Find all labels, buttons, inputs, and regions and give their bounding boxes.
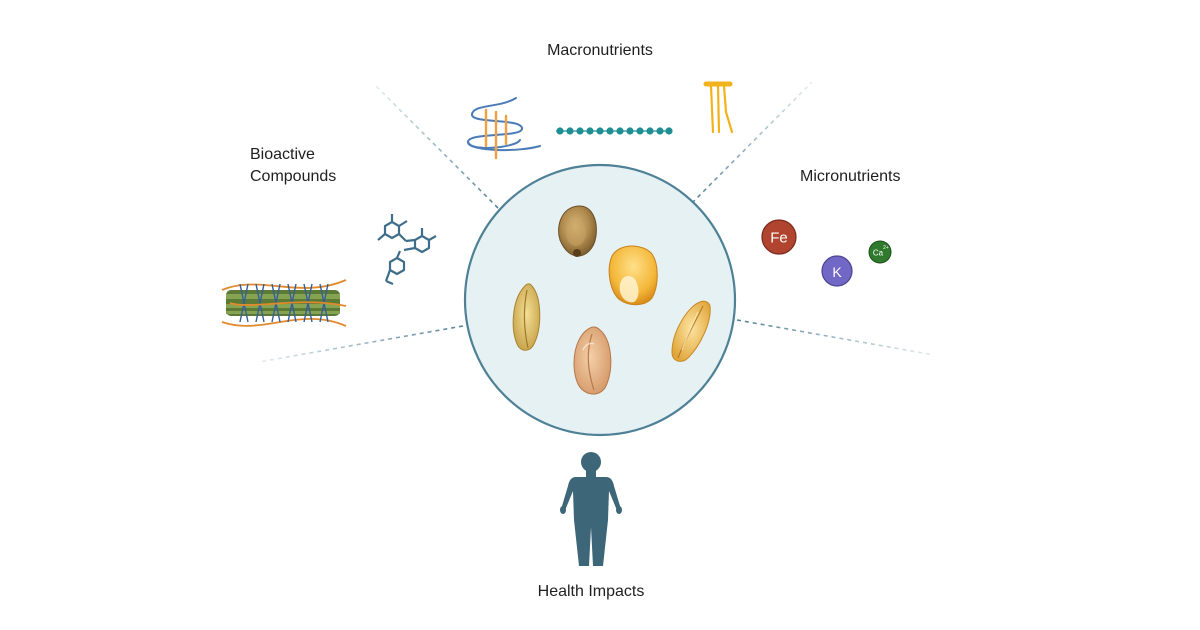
potassium-symbol: K — [832, 264, 842, 280]
iron-symbol: Fe — [770, 230, 788, 247]
bioactive-label-line1: Bioactive — [250, 146, 315, 163]
micronutrient-icons: Fe K Ca 2+ — [761, 219, 892, 287]
protein-icon — [466, 97, 541, 160]
divider-upper-right — [691, 81, 813, 204]
rice-grain-icon — [671, 300, 711, 362]
macronutrients-label: Macronutrients — [547, 42, 653, 59]
bioactive-icons — [221, 214, 437, 327]
corn-kernel-icon — [608, 245, 658, 306]
divider-left — [258, 325, 464, 363]
human-figure-icon — [560, 452, 622, 566]
fiber-icon — [221, 279, 347, 327]
calcium-icon: Ca 2+ — [868, 240, 892, 264]
macronutrient-icons — [466, 81, 734, 160]
divider-lines — [258, 81, 935, 363]
iron-icon: Fe — [761, 219, 797, 255]
micronutrients-label: Micronutrients — [800, 168, 901, 185]
health-impacts-label: Health Impacts — [537, 583, 645, 600]
carbohydrate-chain-icon — [556, 127, 673, 135]
molecule-icon — [377, 214, 437, 286]
lipid-icon — [703, 81, 734, 134]
bioactive-label-line2: Compounds — [250, 168, 337, 185]
potassium-icon: K — [821, 255, 853, 287]
bioactive-compounds-label: Bioactive Compounds — [250, 144, 336, 188]
wheat-grain-icon — [512, 283, 541, 351]
brown-grain-icon — [558, 205, 597, 257]
calcium-symbol: Ca — [873, 249, 884, 258]
calcium-charge: 2+ — [883, 245, 889, 251]
divider-right — [736, 319, 935, 356]
grain-circle — [463, 163, 737, 437]
barley-grain-icon — [573, 326, 612, 395]
